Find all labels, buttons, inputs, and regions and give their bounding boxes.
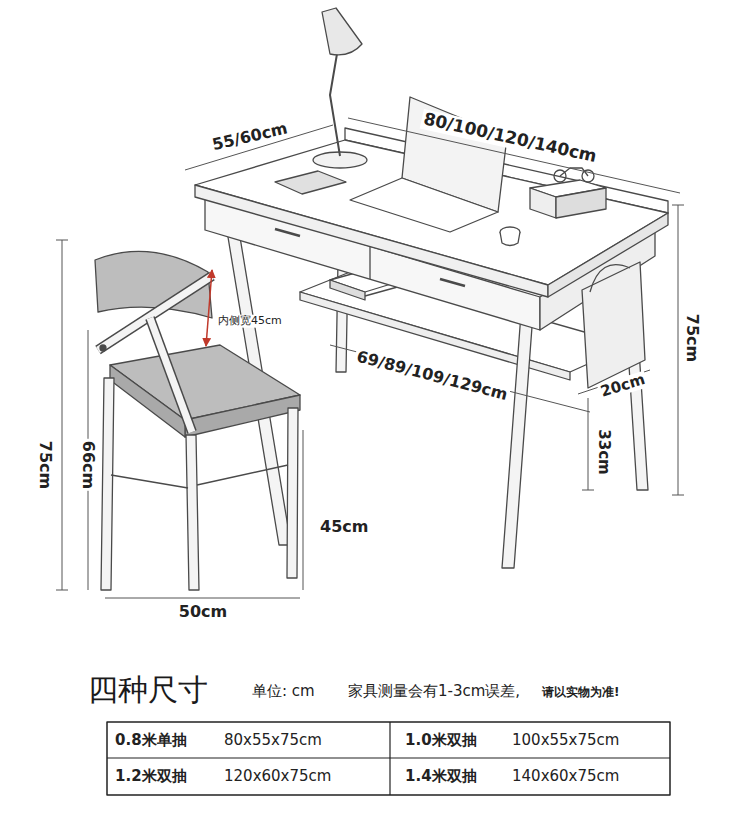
table-rule	[389, 722, 390, 795]
drawer-divider	[369, 246, 370, 279]
box	[530, 188, 556, 218]
dimension-line	[588, 398, 589, 490]
drawer-handle	[275, 229, 300, 236]
chair-arm	[150, 318, 192, 432]
tolerance-note: 家具测量会有1-3cm误差,	[346, 683, 522, 700]
dimension-label: 45cm	[318, 518, 370, 536]
laptop	[350, 178, 498, 232]
books	[330, 280, 365, 300]
dimension-lines	[56, 118, 684, 598]
hanging-bag	[590, 265, 630, 292]
inner-width-arrow	[206, 270, 212, 346]
chair-seat	[185, 395, 300, 437]
dimension-tick	[56, 240, 68, 241]
table-cell: 100x55x75cm	[510, 732, 621, 749]
chair-leg	[186, 435, 199, 590]
table-rule	[107, 757, 670, 758]
table-cell: 140x60x75cm	[510, 768, 621, 785]
notebook	[275, 171, 346, 194]
dimension-line	[303, 430, 304, 590]
chair-stretcher	[197, 465, 288, 485]
dimension-label: 55/60cm	[209, 119, 292, 155]
tolerance-note: 请以实物为准!	[540, 686, 621, 700]
table-cell: 0.8米单抽	[113, 732, 189, 749]
dimension-label: 80/100/120/140cm	[420, 109, 600, 167]
drawer-handle	[440, 279, 465, 286]
dimension-label: 66cm	[79, 439, 97, 491]
dimension-label: 69/89/109/129cm	[353, 347, 512, 405]
chair-leg	[101, 378, 114, 590]
dimension-line	[62, 240, 63, 590]
dimension-label: 20cm	[597, 371, 649, 402]
table-cell: 1.2米双抽	[113, 768, 189, 785]
chair-stretcher	[111, 475, 188, 488]
box	[556, 188, 606, 218]
dimension-tick	[672, 495, 684, 496]
lamp	[330, 48, 340, 156]
desk-leg	[502, 300, 534, 568]
cup	[500, 232, 520, 246]
dimension-label: 50cm	[177, 603, 229, 621]
dimension-line	[330, 345, 590, 412]
dimension-line	[678, 205, 679, 495]
table-cell: 80x55x75cm	[222, 732, 324, 749]
dimension-label: 内侧宽45cm	[216, 315, 284, 328]
table-cell: 1.0米双抽	[403, 732, 479, 749]
diagram-title: 四种尺寸	[88, 673, 208, 708]
table-cell: 1.4米双抽	[403, 768, 479, 785]
dimension-label: 75cm	[36, 439, 54, 491]
unit-note: 单位: cm	[250, 683, 317, 700]
lamp	[322, 8, 362, 55]
size-table	[107, 722, 670, 795]
dimension-tick	[672, 205, 684, 206]
dimension-line	[105, 598, 300, 599]
hanging-bag	[582, 262, 645, 388]
dimension-label: 75cm	[683, 312, 701, 364]
chair-bolt	[100, 345, 106, 351]
dimension-label: 33cm	[594, 427, 611, 476]
chair-leg	[287, 408, 298, 578]
chair-arm	[150, 318, 192, 432]
dimension-tick	[56, 590, 68, 591]
dimension-tick	[582, 490, 594, 491]
table-cell: 120x60x75cm	[222, 768, 333, 785]
